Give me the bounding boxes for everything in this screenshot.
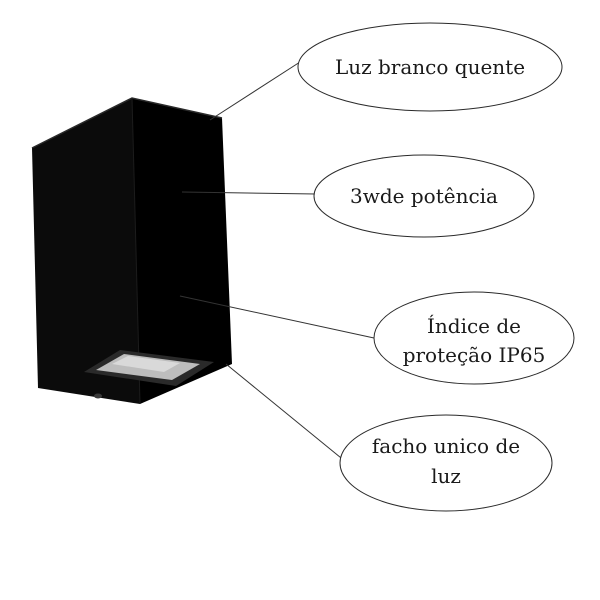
leader-lines xyxy=(179,61,375,463)
callout-light: Luz branco quente xyxy=(297,22,563,112)
lamp-screw-dot xyxy=(94,393,102,399)
wall-lamp xyxy=(31,97,232,405)
leader-line-light xyxy=(209,61,301,121)
lamp-lens-glare xyxy=(112,356,180,372)
callout-beam-text-line-2: luz xyxy=(431,464,461,488)
callout-protection: Índice de proteção IP65 xyxy=(373,291,575,385)
lamp-front-face xyxy=(32,98,140,404)
callout-power-text: 3wde potência xyxy=(350,184,498,208)
callout-light-bubble xyxy=(297,22,563,112)
callout-beam-bubble xyxy=(339,414,553,512)
leader-line-power xyxy=(181,191,317,195)
callout-power-bubble xyxy=(313,154,535,238)
callout-protection-text-line-1: Índice de xyxy=(427,314,521,338)
callout-power: 3wde potência xyxy=(313,154,535,238)
callout-protection-bubble xyxy=(373,291,575,385)
callout-beam-text-line-1: facho unico de xyxy=(372,434,520,458)
callout-beam: facho unico de luz xyxy=(339,414,553,512)
lamp-side-face xyxy=(132,98,232,404)
leader-line-protection xyxy=(179,295,375,339)
callout-protection-text-line-2: proteção IP65 xyxy=(403,343,546,367)
leader-line-beam xyxy=(225,363,347,463)
callout-light-text: Luz branco quente xyxy=(335,55,525,79)
